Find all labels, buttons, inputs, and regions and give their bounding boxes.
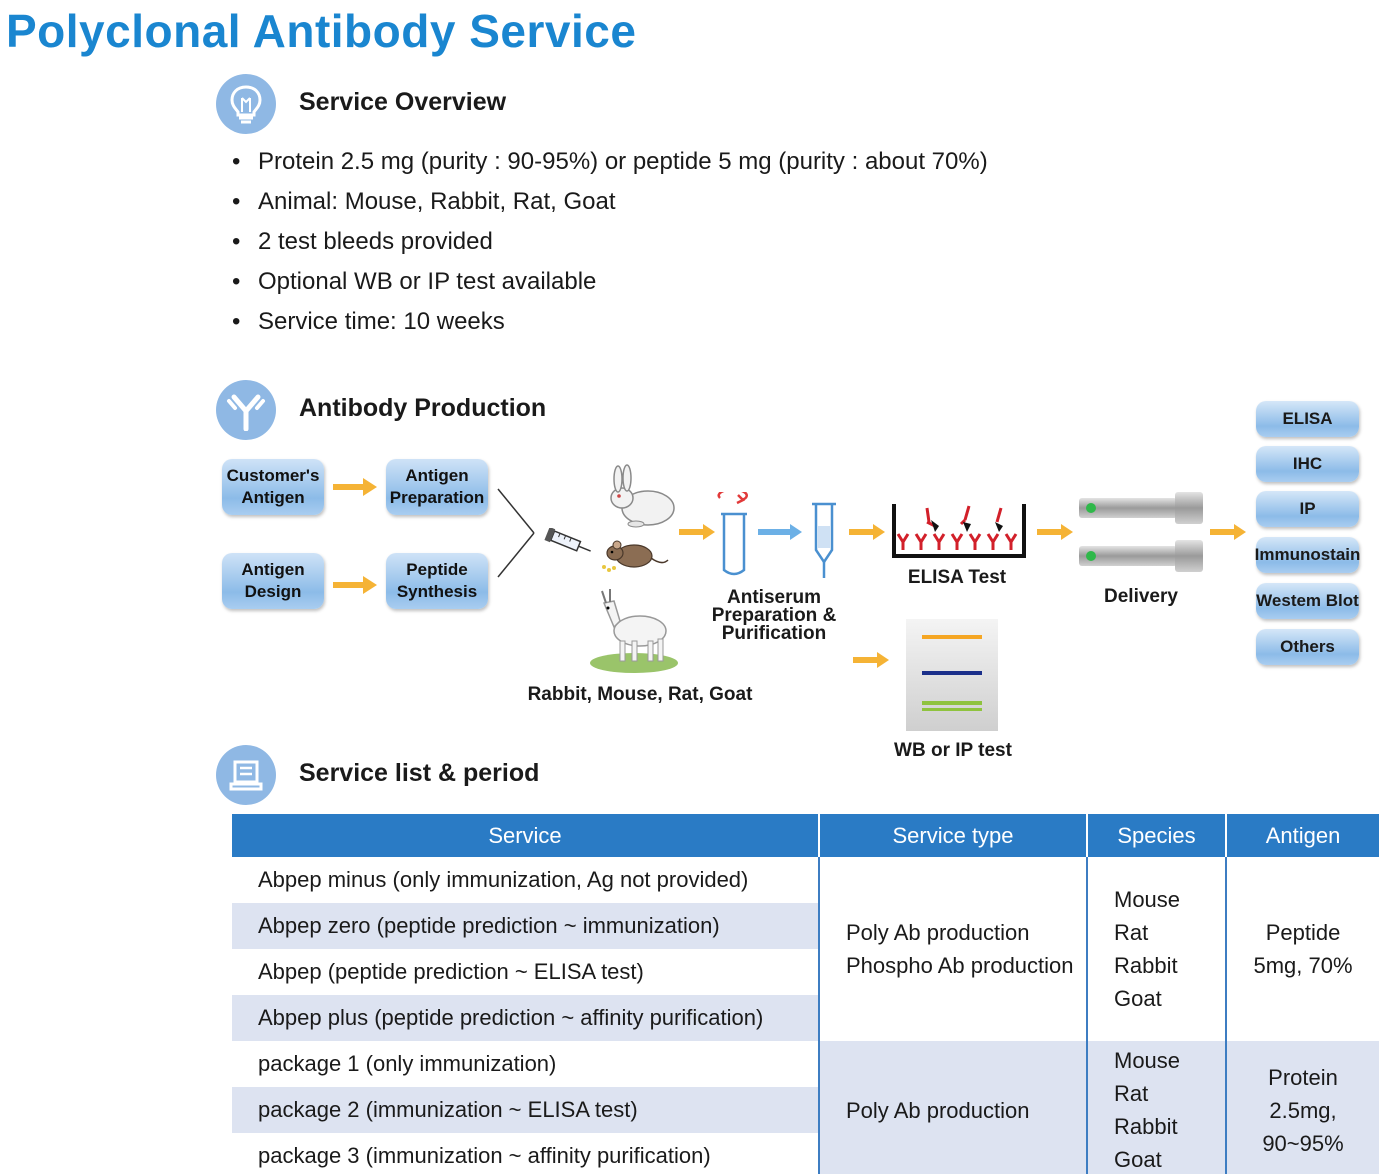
bullet-item: 2 test bleeds provided <box>232 222 988 262</box>
bullet-item: Animal: Mouse, Rabbit, Rat, Goat <box>232 182 988 222</box>
vials-icon <box>1079 492 1203 572</box>
customer-antigen-box: Customer's Antigen <box>222 459 324 515</box>
column-header: Antigen <box>1226 814 1379 857</box>
arrow-right-icon <box>853 652 889 668</box>
rabbit-icon <box>610 464 675 528</box>
table-row: package 3 (immunization ~ affinity purif… <box>232 1133 1379 1174</box>
wb-label: WB or IP test <box>894 740 1012 761</box>
app-immunostain: Immunostain <box>1255 537 1360 573</box>
antiserum-label: Antiserum Preparation & Purification <box>711 587 837 644</box>
arrow-right-icon <box>333 576 377 594</box>
antigen-cell: Protein 2.5mg, 90~95% <box>1225 1041 1379 1174</box>
service-table: Service Service type Species Antigen Abp… <box>232 814 1379 1174</box>
goat-icon <box>590 589 678 673</box>
antigen-preparation-box: Antigen Preparation <box>386 459 488 515</box>
antigen-design-box: Antigen Design <box>222 553 324 609</box>
species-cell: Mouse Rat Rabbit Goat <box>1086 857 1226 1041</box>
arrow-right-icon <box>333 478 377 496</box>
peptide-synthesis-box: Peptide Synthesis <box>386 553 488 609</box>
production-heading: Antibody Production <box>299 394 547 422</box>
antigen-preparation-label: Antigen Preparation <box>389 465 485 507</box>
column-header: Service <box>232 814 820 857</box>
app-elisa: ELISA <box>1256 401 1359 437</box>
arrow-right-icon <box>679 524 715 540</box>
table-row: package 1 (only immunization) Poly Ab pr… <box>232 1041 1379 1174</box>
species-cell: Mouse Rat Rabbit Goat <box>1086 1041 1226 1174</box>
service-type-cell: Poly Ab production <box>818 1041 1087 1174</box>
app-others: Others <box>1256 629 1359 665</box>
test-tube-icon <box>717 492 748 576</box>
service-list-heading: Service list & period <box>299 759 540 787</box>
lightbulb-icon <box>216 74 276 134</box>
bullet-item: Service time: 10 weeks <box>232 302 988 342</box>
service-cell: Abpep (peptide prediction ~ ELISA test) <box>258 959 644 984</box>
column-header: Species <box>1087 814 1227 857</box>
arrow-right-icon <box>758 524 802 540</box>
bullet-item: Optional WB or IP test available <box>232 262 988 302</box>
antibody-icon <box>216 380 276 440</box>
service-cell: package 3 (immunization ~ affinity purif… <box>258 1143 711 1168</box>
delivery-label: Delivery <box>1104 586 1178 607</box>
overview-heading: Service Overview <box>299 88 507 116</box>
western-blot-icon <box>906 619 998 731</box>
page-title: Polyclonal Antibody Service <box>6 5 637 57</box>
column-icon <box>812 502 836 578</box>
app-ihc: IHC <box>1256 446 1359 482</box>
animals-label: Rabbit, Mouse, Rat, Goat <box>527 684 753 705</box>
document-icon <box>216 745 276 805</box>
overview-bullets: Protein 2.5 mg (purity : 90-95%) or pept… <box>232 142 988 342</box>
elisa-plate-icon <box>892 504 1026 558</box>
elisa-label: ELISA Test <box>907 567 1007 588</box>
antigen-cell: Peptide 5mg, 70% <box>1225 857 1379 1041</box>
service-cell: Abpep plus (peptide prediction ~ affinit… <box>258 1005 764 1030</box>
service-cell: package 1 (only immunization) <box>258 1051 557 1076</box>
arrow-right-icon <box>1037 524 1073 540</box>
antigen-design-label: Antigen Design <box>241 559 305 601</box>
customer-antigen-label: Customer's Antigen <box>226 465 320 507</box>
table-row: Abpep (peptide prediction ~ ELISA test) <box>232 949 1379 995</box>
bullet-item: Protein 2.5 mg (purity : 90-95%) or pept… <box>232 142 988 182</box>
mouse-icon <box>602 540 669 572</box>
peptide-synthesis-label: Peptide Synthesis <box>396 559 478 601</box>
arrow-right-icon <box>1210 524 1246 540</box>
app-western-blot: Westem Blot <box>1256 583 1359 619</box>
table-header-row: Service Service type Species Antigen <box>232 814 1379 857</box>
arrow-right-icon <box>849 524 885 540</box>
service-type-cell: Poly Ab production Phospho Ab production <box>818 857 1087 1041</box>
app-ip: IP <box>1256 491 1359 527</box>
table-row: Abpep minus (only immunization, Ag not p… <box>232 857 1379 1041</box>
column-header: Service type <box>819 814 1088 857</box>
service-cell: Abpep zero (peptide prediction ~ immuniz… <box>258 913 720 938</box>
service-cell: package 2 (immunization ~ ELISA test) <box>258 1097 638 1122</box>
converge-lines <box>497 488 535 578</box>
syringe-icon <box>544 528 591 552</box>
service-cell: Abpep minus (only immunization, Ag not p… <box>258 867 749 892</box>
